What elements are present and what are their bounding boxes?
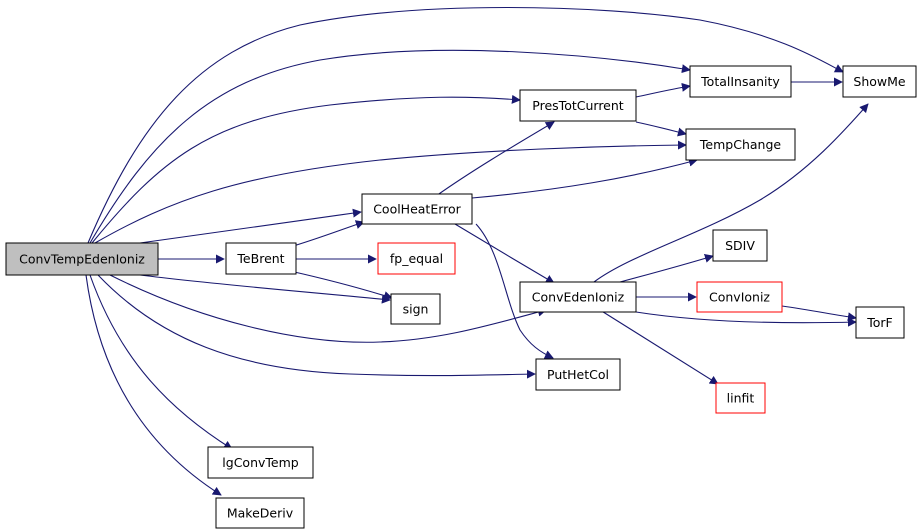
node-label-makederiv: MakeDeriv <box>227 506 294 521</box>
edge-root-convedenioniz <box>109 274 547 343</box>
edge-convedenioniz-showme <box>593 103 869 283</box>
edge-coolheaterror-tempchange <box>471 157 698 199</box>
node-prestotcurrent[interactable]: PresTotCurrent <box>519 89 637 122</box>
node-fp-equal[interactable]: fp_equal <box>377 242 456 275</box>
edge-coolheaterror-puthetcol <box>475 223 554 359</box>
node-label-linfit: linfit <box>727 391 755 406</box>
node-convtempedenioniz[interactable]: ConvTempEdenIoniz <box>5 242 159 276</box>
node-label-convedenioniz: ConvEdenIoniz <box>532 290 625 305</box>
node-label-fp-equal: fp_equal <box>390 251 443 266</box>
edge-prestotcurrent-totalinsanity <box>635 82 691 98</box>
edge-root-sign <box>139 274 391 304</box>
node-totalinsanity[interactable]: TotalInsanity <box>689 65 792 98</box>
node-linfit[interactable]: linfit <box>715 382 766 414</box>
node-label-sign: sign <box>403 302 429 317</box>
node-makederiv[interactable]: MakeDeriv <box>215 497 305 529</box>
node-label-prestotcurrent: PresTotCurrent <box>532 98 623 113</box>
node-showme[interactable]: ShowMe <box>842 65 917 98</box>
edge-root-tempchange <box>94 140 687 244</box>
edge-coolheaterror-prestotcurrent <box>435 121 555 197</box>
node-sdiv[interactable]: SDIV <box>712 229 768 262</box>
node-convedenioniz[interactable]: ConvEdenIoniz <box>519 281 637 313</box>
node-sign[interactable]: sign <box>390 293 441 325</box>
edge-root-igconvtemp <box>89 274 233 450</box>
edge-prestotcurrent-tempchange <box>635 121 687 137</box>
node-convioniz[interactable]: ConvIoniz <box>696 281 783 313</box>
node-label-showme: ShowMe <box>853 74 906 89</box>
edge-root-puthetcol <box>97 274 536 379</box>
edge-coolheaterror-convedenioniz <box>454 223 555 284</box>
edge-convedenioniz-sdiv <box>619 254 714 283</box>
node-tebrent[interactable]: TeBrent <box>225 242 297 275</box>
edges-layer <box>85 6 869 496</box>
edge-convedenioniz-linfit <box>599 309 719 385</box>
edge-root-showme <box>87 6 844 244</box>
node-label-convtempedenioniz: ConvTempEdenIoniz <box>19 252 145 267</box>
node-tempchange[interactable]: TempChange <box>685 128 796 161</box>
edge-root-makederiv <box>85 274 222 496</box>
edge-root-coolheaterror <box>139 208 362 244</box>
edge-convioniz-torf <box>781 305 857 322</box>
nodes-layer: ConvTempEdenIoniz TeBrent CoolHeatError … <box>5 65 917 529</box>
node-label-tempchange: TempChange <box>699 137 781 152</box>
edge-tebrent-sign <box>289 270 393 300</box>
edge-convedenioniz-torf <box>635 311 857 327</box>
node-label-torf: TorF <box>866 315 893 330</box>
edge-root-totalinsanity <box>89 49 691 244</box>
node-label-tebrent: TeBrent <box>236 251 284 266</box>
node-torf[interactable]: TorF <box>855 306 905 339</box>
node-label-totalinsanity: TotalInsanity <box>700 74 780 89</box>
node-label-puthetcol: PutHetCol <box>547 367 609 382</box>
node-puthetcol[interactable]: PutHetCol <box>535 358 621 391</box>
node-coolheaterror[interactable]: CoolHeatError <box>361 193 473 225</box>
node-label-lgconvtemp: lgConvTemp <box>222 455 298 470</box>
node-label-convioniz: ConvIoniz <box>709 290 770 305</box>
edge-tebrent-coolheaterror <box>289 220 365 248</box>
node-label-coolheaterror: CoolHeatError <box>373 202 461 217</box>
node-lgconvtemp[interactable]: lgConvTemp <box>207 446 314 479</box>
edge-root-prestotcurrent <box>91 94 521 244</box>
node-label-sdiv: SDIV <box>725 238 755 253</box>
